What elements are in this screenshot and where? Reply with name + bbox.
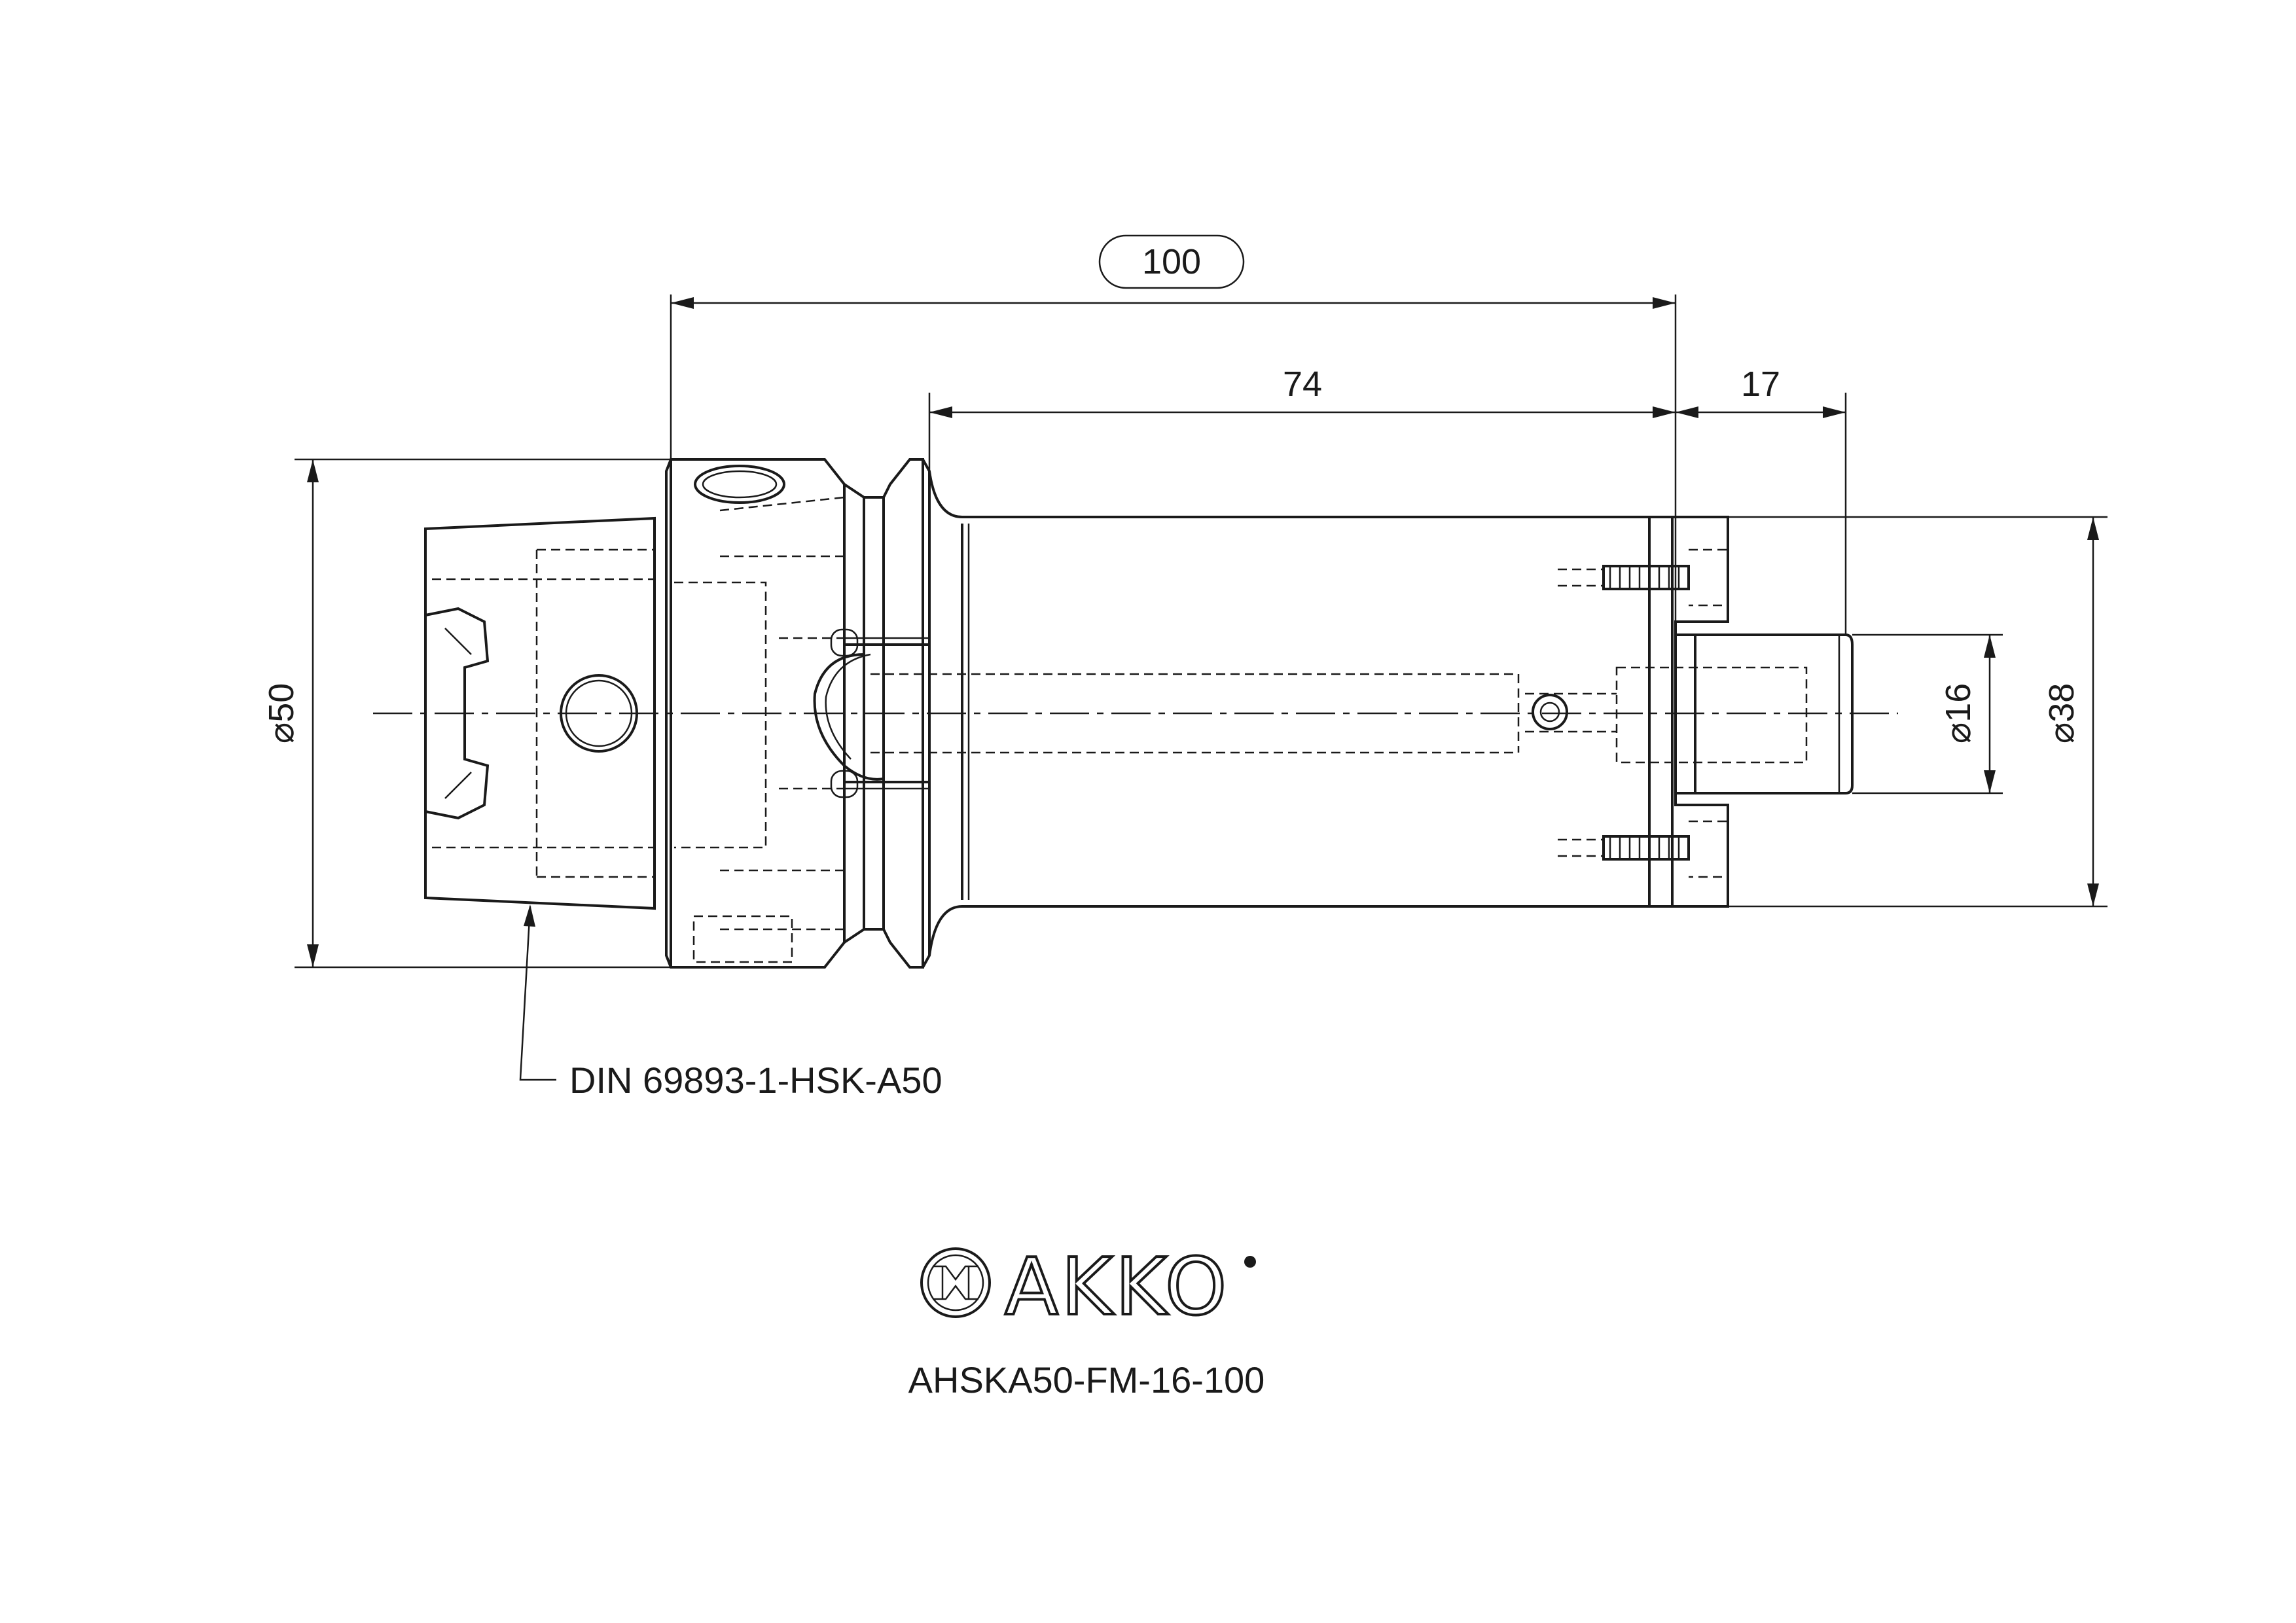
registered-mark-icon <box>1244 1256 1256 1268</box>
dimension-shank-diameter: ⌀50 <box>262 459 319 967</box>
akko-logo: AKKO <box>920 1241 1256 1334</box>
brand-name: AKKO <box>1005 1242 1229 1333</box>
shank-diameter-label: ⌀50 <box>262 683 301 744</box>
body-length-label: 74 <box>1283 365 1322 404</box>
part-number: AHSKA50-FM-16-100 <box>908 1359 1265 1400</box>
overall-length-label: 100 <box>1142 242 1201 281</box>
dimension-body-length: 74 <box>929 365 1676 418</box>
dimension-pilot-length: 17 <box>1676 365 1846 418</box>
front-face <box>1558 516 1729 908</box>
pilot-length-label: 17 <box>1741 365 1780 404</box>
dimension-overall-length: 100 <box>671 234 1676 309</box>
extension-lines <box>295 294 2108 969</box>
dimension-bore-diameter: ⌀16 <box>1939 635 1996 793</box>
akko-emblem-icon <box>920 1247 991 1318</box>
standard-label: DIN 69893-1-HSK-A50 <box>569 1060 942 1101</box>
body-diameter-label: ⌀38 <box>2042 683 2081 744</box>
body-cylinder <box>870 471 1808 956</box>
standard-callout: DIN 69893-1-HSK-A50 <box>519 904 942 1101</box>
dimension-body-diameter: ⌀38 <box>2042 517 2099 906</box>
hsk-shank <box>424 516 656 910</box>
flange <box>665 458 931 969</box>
bore-diameter-label: ⌀16 <box>1939 683 1978 744</box>
pilot <box>1676 633 1854 794</box>
